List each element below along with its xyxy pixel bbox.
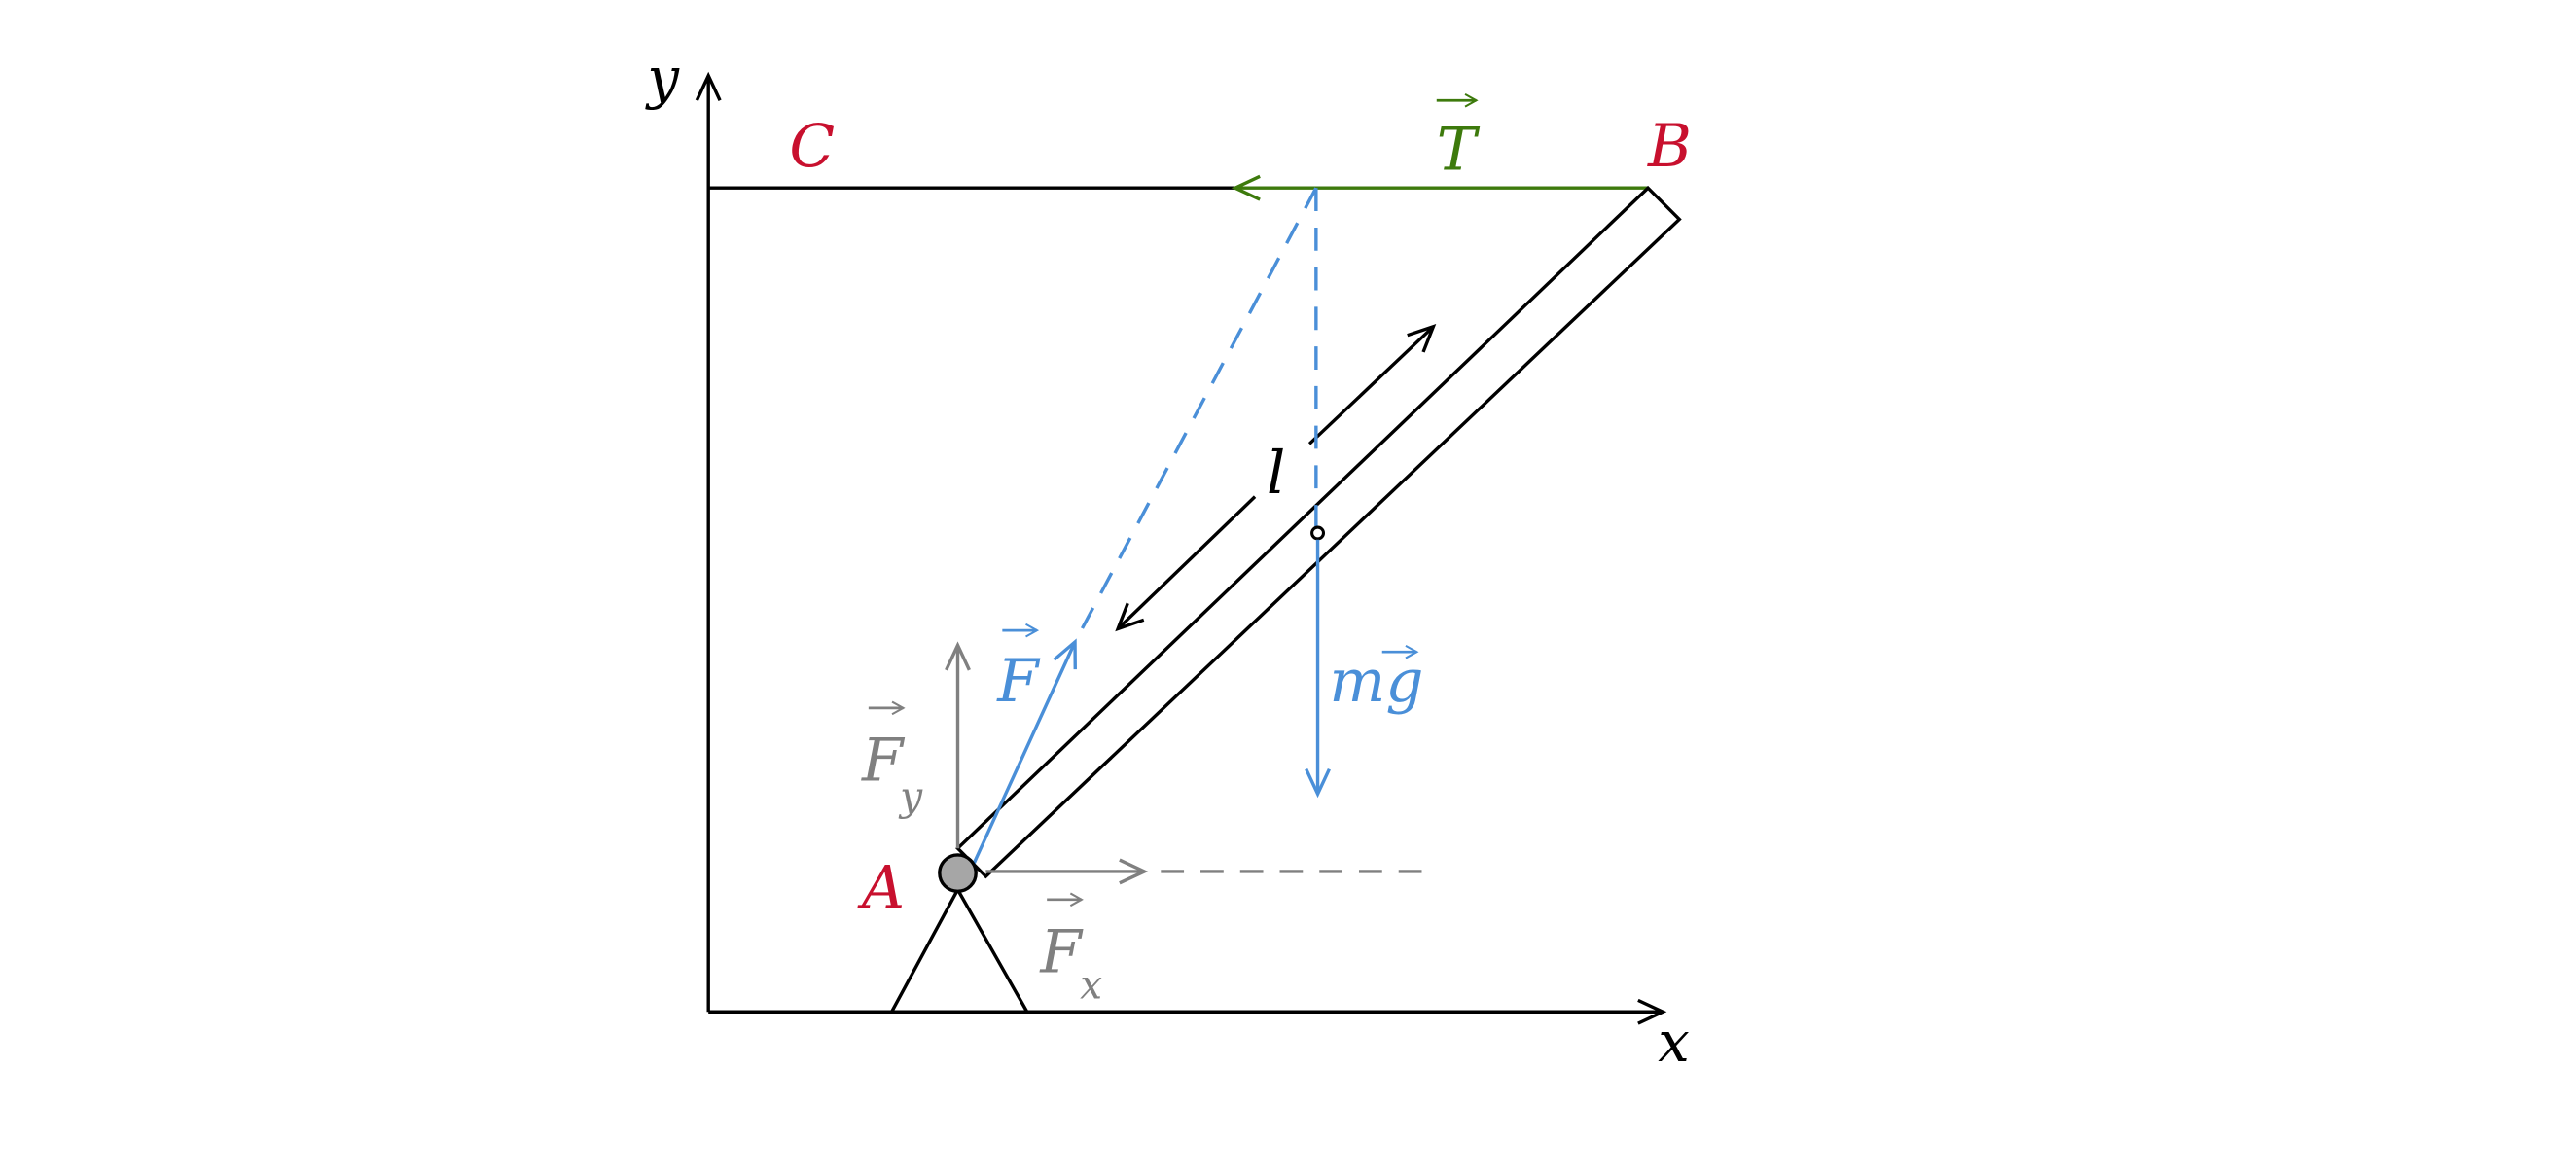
reaction-force-vector [969, 638, 1077, 871]
force-x-subscript: x [1080, 962, 1102, 1009]
length-label: l [1267, 439, 1286, 508]
force-y-label: F [861, 727, 906, 796]
point-c-label: C [789, 112, 835, 181]
pivot-support [890, 886, 1029, 1014]
y-axis-label: y [644, 45, 680, 111]
pivot-pin [938, 853, 978, 894]
tension-label: T [1437, 116, 1481, 185]
force-x-label: F [1039, 918, 1084, 987]
line-of-action-reaction [1073, 187, 1318, 643]
length-arrow-upper [1307, 324, 1437, 445]
force-y-subscript: y [898, 773, 923, 820]
x-axis-label: x [1658, 1009, 1690, 1075]
weight-label: mg [1329, 647, 1423, 716]
center-of-mass [1310, 525, 1326, 541]
point-a-label: A [857, 853, 905, 922]
reaction-force-label: F [996, 647, 1041, 716]
length-arrow-lower [1115, 495, 1257, 632]
point-b-label: B [1647, 112, 1692, 181]
